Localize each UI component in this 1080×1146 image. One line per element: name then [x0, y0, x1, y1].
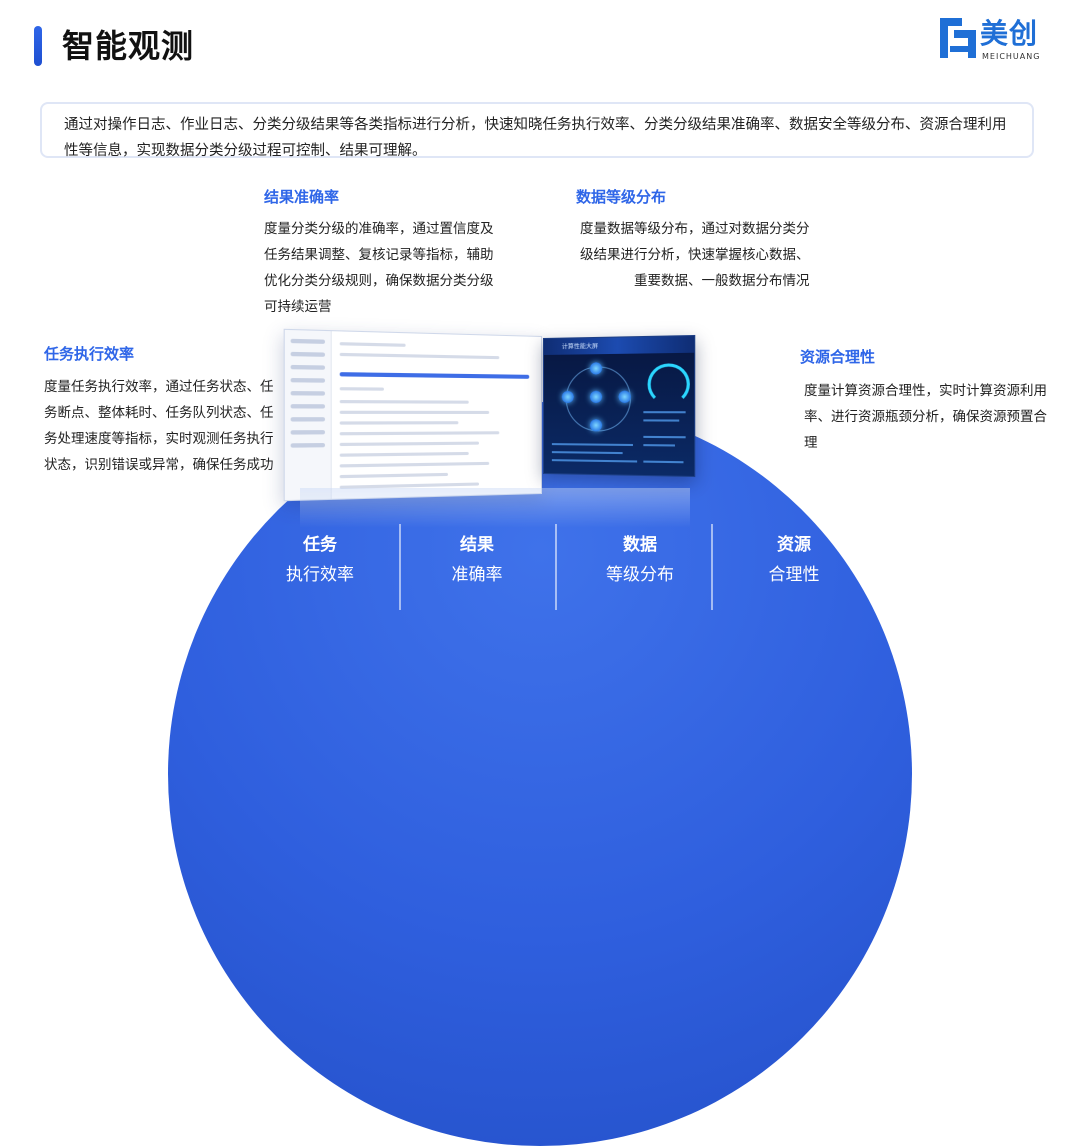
feature-accuracy-line: 度量分类分级的准确率，通过置信度及	[264, 221, 494, 237]
feature-level-text: 度量数据等级分布，通过对数据分类分 级结果进行分析，快速掌握核心数据、 重要数据…	[580, 216, 830, 294]
dashboard-node	[589, 390, 603, 403]
category-data: 数据 等级分布	[570, 530, 710, 590]
screenshot-reflection	[300, 488, 690, 528]
title-accent-bar	[34, 26, 42, 66]
feature-task-line: 状态，识别错误或异常，确保任务成功	[44, 457, 274, 473]
feature-resource-line: 率、进行资源瓶颈分析，确保资源预置合	[804, 409, 1047, 425]
category-label-main: 任务	[303, 535, 337, 555]
feature-accuracy-title: 结果准确率	[264, 188, 340, 206]
feature-level-line: 级结果进行分析，快速掌握核心数据、	[580, 247, 810, 263]
feature-resource-text: 度量计算资源合理性，实时计算资源利用 率、进行资源瓶颈分析，确保资源预置合 理	[804, 378, 1060, 456]
feature-accuracy-text: 度量分类分级的准确率，通过置信度及 任务结果调整、复核记录等指标，辅助 优化分类…	[264, 216, 514, 320]
category-divider	[399, 524, 401, 610]
feature-level-line: 度量数据等级分布，通过对数据分类分	[580, 221, 810, 237]
feature-task-line: 务处理速度等指标，实时观测任务执行	[44, 431, 274, 447]
feature-accuracy-line: 可持续运营	[264, 299, 332, 315]
feature-level-title: 数据等级分布	[576, 188, 667, 206]
category-label-sub: 准确率	[451, 565, 503, 585]
category-resource: 资源 合理性	[724, 530, 864, 590]
feature-resource-line: 度量计算资源合理性，实时计算资源利用	[804, 383, 1047, 399]
page-title: 智能观测	[62, 27, 195, 65]
feature-accuracy-line: 任务结果调整、复核记录等指标，辅助	[264, 247, 494, 263]
screenshot-sidebar	[284, 329, 332, 501]
dashboard-node	[561, 390, 574, 403]
category-label-main: 结果	[460, 535, 494, 555]
logo-text: 美创	[980, 17, 1039, 50]
category-label-sub: 等级分布	[606, 565, 674, 585]
dashboard-node	[589, 419, 603, 432]
category-label-main: 资源	[777, 535, 811, 555]
category-result: 结果 准确率	[407, 530, 547, 590]
feature-level-line: 重要数据、一般数据分布情况	[634, 273, 810, 289]
brand-logo: 美创 MEICHUANG	[940, 18, 1060, 66]
feature-task-line: 度量任务执行效率，通过任务状态、任	[44, 379, 274, 395]
feature-task-title: 任务执行效率	[44, 345, 135, 363]
dashboard-header: 计算性能大屏	[543, 336, 695, 355]
feature-accuracy-line: 优化分类分级规则，确保数据分类分级	[264, 273, 494, 289]
task-list-screenshot	[283, 328, 542, 502]
category-divider	[555, 524, 557, 610]
logo-subtext: MEICHUANG	[982, 52, 1041, 61]
dashboard-gauge	[647, 363, 690, 405]
feature-resource-title: 资源合理性	[800, 348, 876, 366]
category-label-main: 数据	[623, 535, 657, 555]
category-label-sub: 合理性	[768, 565, 820, 585]
meichuang-logo-icon	[940, 18, 976, 58]
feature-resource-line: 理	[804, 435, 818, 451]
category-label-sub: 执行效率	[286, 565, 354, 585]
intro-line-2: 性等信息，实现数据分类分级过程可控制、结果可理解。	[64, 143, 427, 159]
dashboard-node	[618, 390, 631, 403]
intro-line-1: 通过对操作日志、作业日志、分类分级结果等各类指标进行分析，快速知晓任务执行效率、…	[64, 117, 1007, 133]
feature-task-line: 务断点、整体耗时、任务队列状态、任	[44, 405, 274, 421]
screenshot-progress-bar	[339, 372, 530, 379]
intro-box: 通过对操作日志、作业日志、分类分级结果等各类指标进行分析，快速知晓任务执行效率、…	[40, 102, 1034, 159]
feature-task-text: 度量任务执行效率，通过任务状态、任 务断点、整体耗时、任务队列状态、任 务处理速…	[44, 374, 294, 478]
category-divider	[711, 524, 713, 610]
category-task: 任务 执行效率	[250, 530, 390, 590]
dashboard-title: 计算性能大屏	[561, 342, 599, 351]
performance-dashboard-screenshot: 计算性能大屏	[543, 334, 696, 478]
dashboard-node	[589, 362, 603, 375]
